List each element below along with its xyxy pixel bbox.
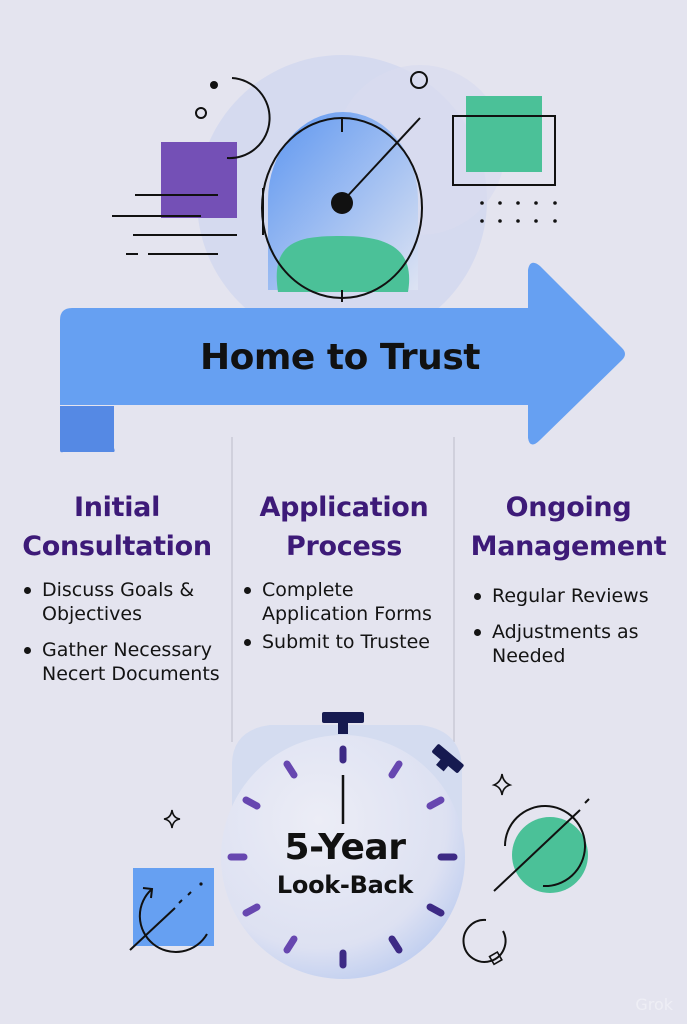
heading-line: Application <box>259 492 429 523</box>
clock-label-line1: 5-Year <box>284 827 406 868</box>
banner-arrow <box>60 262 625 453</box>
list-item: Regular Reviews <box>470 584 681 608</box>
decorative-shapes-right <box>410 71 557 223</box>
list-item: Gather Necessary Necert Documents <box>20 638 228 686</box>
watermark: Grok <box>635 995 673 1014</box>
heading-line: Management <box>470 531 667 562</box>
heading-line: Consultation <box>22 531 212 562</box>
column-initial-consultation: Initial Consultation Discuss Goals & Obj… <box>6 488 228 698</box>
list-item: Adjustments as Needed <box>470 620 681 668</box>
list-item: Discuss Goals & Objectives <box>20 578 228 626</box>
list-item: Complete Application Forms <box>240 578 452 626</box>
clock-illustration <box>221 712 465 979</box>
column-application-process: Application Process Complete Application… <box>236 488 452 658</box>
banner-title: Home to Trust <box>200 337 480 378</box>
bullet-list: Regular Reviews Adjustments as Needed <box>456 584 681 668</box>
decorative-shapes-left <box>112 77 271 255</box>
clock-label: 5-Year Look-Back <box>240 826 450 900</box>
column-heading: Ongoing Management <box>456 488 681 566</box>
heading-line: Ongoing <box>505 492 632 523</box>
clock-label-line2: Look-Back <box>276 871 414 899</box>
bullet-list: Complete Application Forms Submit to Tru… <box>236 578 452 654</box>
column-heading: Initial Consultation <box>6 488 228 566</box>
target-illustration <box>197 55 505 345</box>
heading-line: Initial <box>73 492 161 523</box>
column-ongoing-management: Ongoing Management Regular Reviews Adjus… <box>456 488 681 680</box>
heading-line: Process <box>285 531 402 562</box>
decorative-shapes-bottom-left <box>129 809 214 953</box>
column-heading: Application Process <box>236 488 452 566</box>
bullet-list: Discuss Goals & Objectives Gather Necess… <box>6 578 228 686</box>
decorative-shapes-bottom-right <box>462 773 590 966</box>
list-item: Submit to Trustee <box>240 630 452 654</box>
